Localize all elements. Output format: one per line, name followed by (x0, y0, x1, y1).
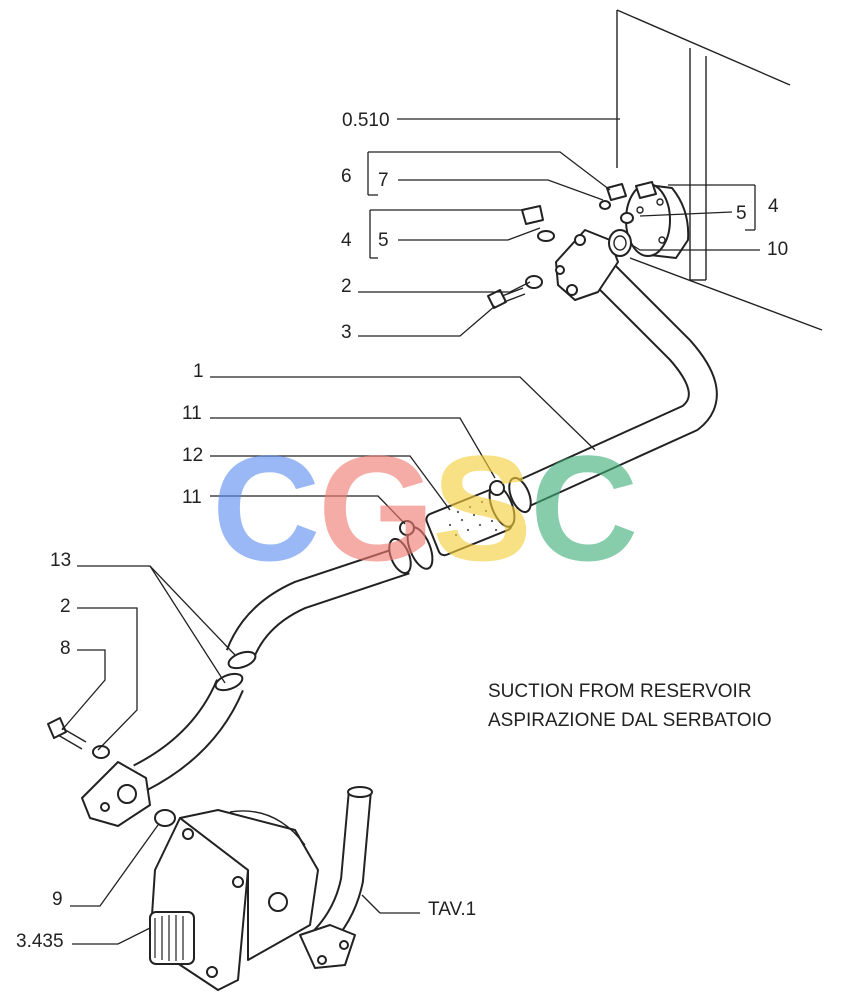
callout-labels: 0.510 6 7 4 5 5 4 10 2 3 1 11 12 11 13 2… (16, 110, 788, 952)
hydraulic-pump (149, 809, 319, 991)
watermark-letter-g: G (318, 424, 435, 592)
label-13: 13 (50, 550, 71, 571)
label-4-left: 4 (341, 230, 352, 251)
watermark-letter-c1: C (212, 424, 320, 592)
label-2-left: 2 (60, 596, 71, 617)
label-10: 10 (767, 239, 788, 260)
label-8: 8 (60, 638, 71, 659)
caption-line-2: ASPIRAZIONE DAL SERBATOIO (488, 710, 772, 731)
label-6: 6 (341, 166, 352, 187)
watermark-letter-s: S (432, 424, 532, 592)
hose-13 (133, 545, 410, 792)
fasteners-top (487, 181, 657, 309)
label-2-top: 2 (341, 276, 352, 297)
label-0510: 0.510 (342, 110, 390, 131)
lower-flange-fitting (47, 717, 176, 827)
tav1-hose (299, 786, 373, 969)
watermark-letter-c2: C (530, 424, 638, 592)
hose-1 (513, 259, 718, 509)
label-12: 12 (182, 445, 203, 466)
label-11-mid: 11 (182, 487, 202, 508)
watermark-logo: C G S C (212, 424, 638, 592)
label-3: 3 (341, 322, 352, 343)
label-4-right: 4 (768, 196, 779, 217)
label-3435: 3.435 (16, 931, 64, 952)
coupling-assembly (388, 476, 532, 575)
label-tav1: TAV.1 (428, 899, 476, 920)
label-5-left: 5 (378, 230, 389, 251)
label-11-top: 11 (182, 403, 202, 424)
caption-line-1: SUCTION FROM RESERVOIR (488, 681, 752, 702)
label-9: 9 (52, 889, 63, 910)
label-5-right: 5 (736, 203, 747, 224)
diagram-caption: SUCTION FROM RESERVOIR ASPIRAZIONE DAL S… (488, 681, 772, 731)
reservoir-wall (616, 9, 823, 331)
leader-lines (61, 118, 760, 945)
label-1: 1 (193, 361, 204, 382)
label-7: 7 (378, 170, 389, 191)
top-flange-fitting (555, 229, 632, 301)
